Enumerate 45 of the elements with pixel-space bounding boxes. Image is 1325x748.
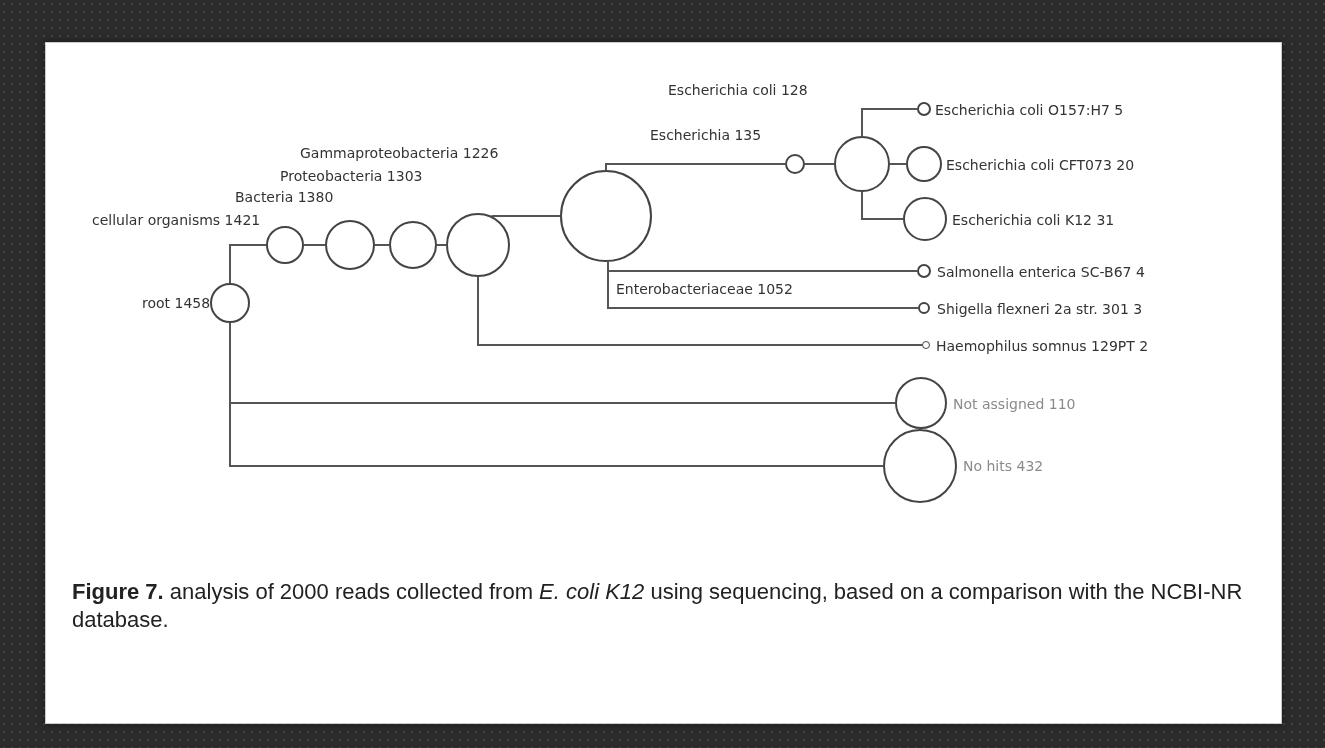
taxon-label: Escherichia coli O157:H7 5 (935, 102, 1124, 118)
tree-branch-line (229, 244, 267, 284)
figure-caption: Figure 7. analysis of 2000 reads collected from E. coli K12 using sequencing, based on a comparison with the NCBI-NR database. (72, 578, 1244, 634)
taxon-circle (560, 170, 652, 262)
taxon-circle (918, 302, 930, 314)
tree-branch-line (889, 163, 907, 165)
tree-branch-line (303, 244, 326, 246)
taxon-label: root 1458 (142, 295, 211, 311)
taxon-label: No hits 432 (963, 458, 1044, 474)
tree-branch-line (605, 163, 786, 171)
taxon-circle (917, 264, 931, 278)
taxon-circle (266, 226, 304, 264)
taxon-circle (210, 283, 250, 323)
taxon-circle (785, 154, 805, 174)
tree-branch-line (490, 215, 561, 217)
taxon-label: Escherichia coli K12 31 (952, 212, 1115, 228)
taxon-label: Salmonella enterica SC-B67 4 (937, 264, 1145, 280)
taxon-circle (446, 213, 510, 277)
tree-branch-line (477, 276, 923, 346)
taxon-label: Proteobacteria 1303 (280, 168, 423, 184)
taxon-circle (325, 220, 375, 270)
taxon-label: Escherichia coli 128 (668, 82, 808, 98)
taxon-label: Enterobacteriaceae 1052 (616, 281, 793, 297)
tree-branch-line (861, 191, 904, 220)
tree-branch-line (804, 163, 835, 165)
taxon-circle (834, 136, 890, 192)
taxon-circle (903, 197, 947, 241)
taxon-label: Haemophilus somnus 129PT 2 (936, 338, 1149, 354)
taxon-label: Escherichia 135 (650, 127, 762, 143)
taxon-circle (389, 221, 437, 269)
taxon-label: cellular organisms 1421 (92, 212, 261, 228)
tree-branch-line (374, 244, 390, 246)
tree-branch-line (229, 322, 884, 467)
taxon-circle (895, 377, 947, 429)
tree-branch-line (861, 108, 918, 137)
taxon-circle (917, 102, 931, 116)
taxon-label: Shigella flexneri 2a str. 301 3 (937, 301, 1143, 317)
taxon-label: Not assigned 110 (953, 396, 1076, 412)
taxon-circle (906, 146, 942, 182)
taxon-label: Gammaproteobacteria 1226 (300, 145, 499, 161)
taxon-label: Bacteria 1380 (235, 189, 334, 205)
taxon-circle (883, 429, 957, 503)
taxon-label: Escherichia coli CFT073 20 (946, 157, 1135, 173)
tree-branch-line (436, 244, 447, 246)
tree-branch-line (607, 261, 919, 309)
